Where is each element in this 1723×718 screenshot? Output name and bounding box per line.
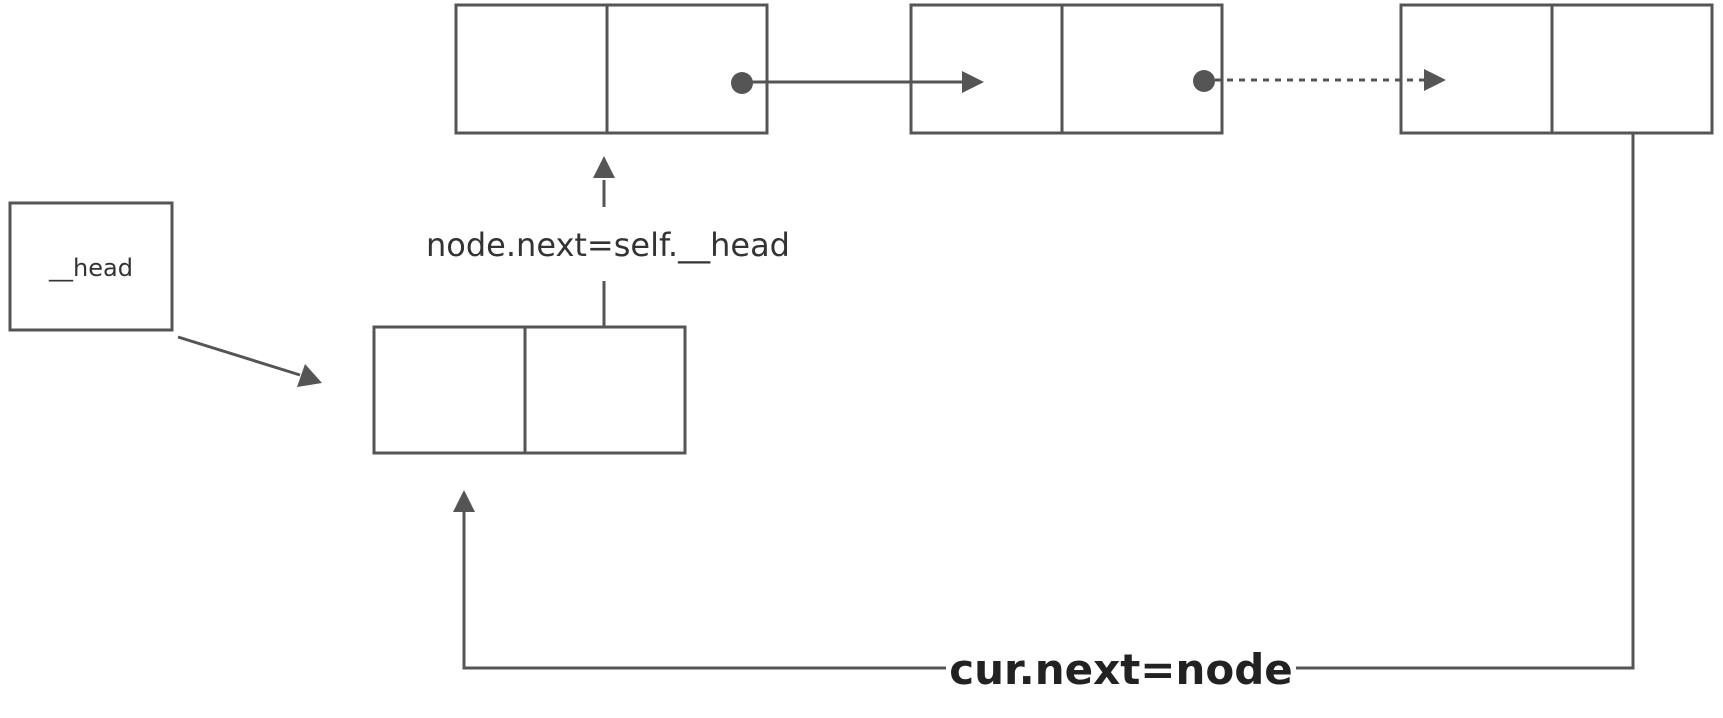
head-box-rect bbox=[8, 201, 174, 332]
arrow-head-to-new-node bbox=[177, 335, 322, 387]
node-first-rect bbox=[454, 3, 769, 135]
arrow-head-to-new-node-head bbox=[297, 364, 322, 387]
head-pointer-box: __head bbox=[8, 201, 174, 332]
arrow-new-to-first-head bbox=[593, 156, 615, 178]
arrow-new-to-first: node.next=self.__head bbox=[426, 156, 790, 327]
node-new-rect bbox=[372, 325, 687, 455]
arrow-first-to-second-head bbox=[962, 71, 984, 93]
insert-link-label: node.next=self.__head bbox=[426, 226, 790, 264]
arrow-tail-to-new-line-right bbox=[1296, 133, 1635, 670]
head-label: __head bbox=[48, 254, 133, 282]
node-second-rect bbox=[909, 3, 1224, 135]
node-new bbox=[372, 325, 687, 455]
pointer-dot-second bbox=[1193, 70, 1215, 92]
arrow-second-to-tail-head bbox=[1424, 69, 1446, 91]
node-tail bbox=[1399, 3, 1714, 135]
node-first bbox=[454, 3, 769, 135]
arrow-second-to-tail bbox=[1193, 69, 1446, 92]
node-second bbox=[909, 3, 1224, 135]
arrow-first-to-second bbox=[731, 71, 984, 94]
tail-link-label: cur.next=node bbox=[949, 645, 1293, 694]
arrow-head-to-new-node-line bbox=[177, 335, 301, 377]
arrow-tail-to-new-line-left bbox=[462, 510, 946, 670]
node-tail-rect bbox=[1399, 3, 1714, 135]
arrow-tail-to-new: cur.next=node bbox=[453, 133, 1635, 694]
arrow-tail-to-new-head bbox=[453, 490, 475, 512]
